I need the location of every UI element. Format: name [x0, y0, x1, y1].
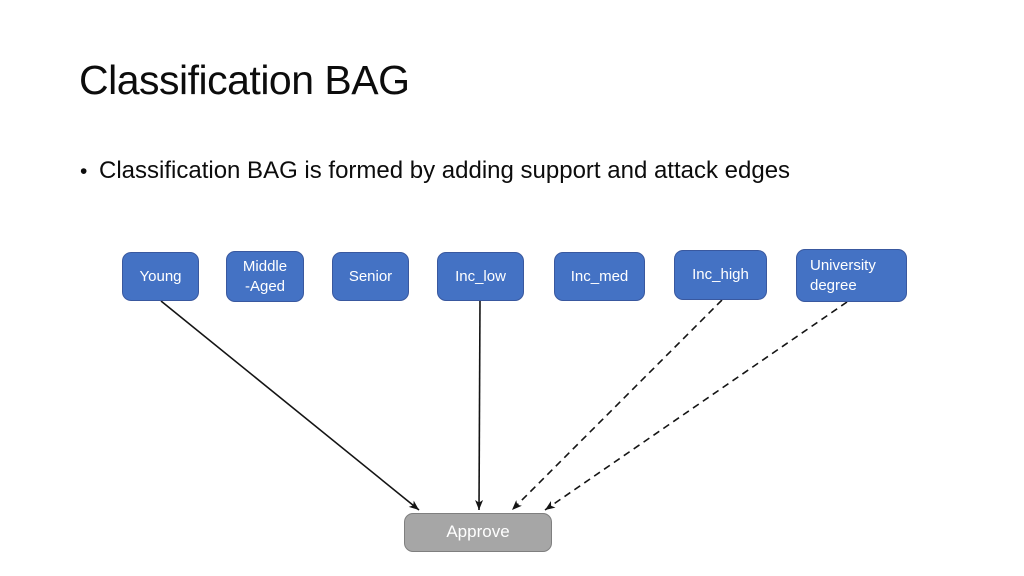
support-edge-inc_low-approve — [475, 300, 484, 511]
node-label-senior: Senior — [348, 267, 393, 285]
attack-edge-inc_high-approve — [511, 299, 723, 511]
node-label-university: University degree — [810, 257, 876, 294]
bullet-item: • Classification BAG is formed by adding… — [80, 157, 790, 185]
support-edge-young-approve — [160, 300, 420, 511]
node-label-inc_med: Inc_med — [570, 267, 629, 285]
slide-title: Classification BAG — [79, 57, 410, 103]
bullet-text: Classification BAG is formed by adding s… — [99, 157, 791, 184]
node-inc_med: Inc_med — [554, 252, 645, 301]
node-senior: Senior — [332, 252, 409, 301]
attack-edge-university-approve — [544, 301, 848, 511]
node-label-inc_low: Inc_low — [455, 267, 506, 285]
bullet-icon: • — [80, 160, 88, 183]
node-inc_low: Inc_low — [437, 252, 524, 301]
node-middle-aged: Middle -Aged — [226, 251, 304, 302]
node-label-inc_high: Inc_high — [692, 266, 749, 284]
node-university: University degree — [796, 249, 907, 302]
node-inc_high: Inc_high — [674, 250, 767, 300]
node-approve: Approve — [404, 513, 552, 552]
node-label-approve: Approve — [446, 522, 510, 542]
node-young: Young — [122, 252, 199, 301]
node-label-middle-aged: Middle -Aged — [242, 258, 288, 295]
node-label-young: Young — [139, 267, 182, 285]
